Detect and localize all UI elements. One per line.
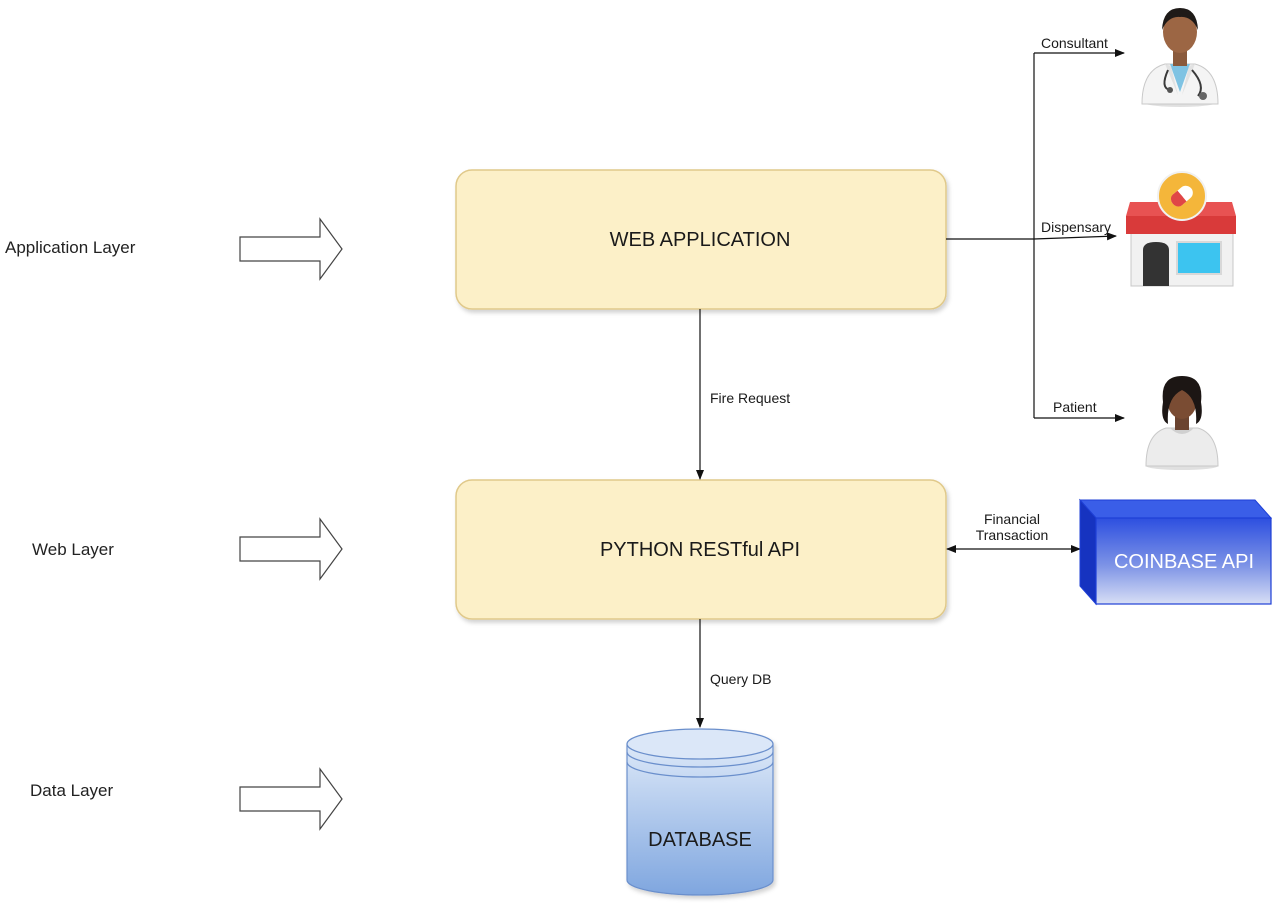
query-db-label: Query DB	[710, 671, 771, 687]
financial-transaction-label-line1: Financial	[984, 511, 1040, 527]
dispensary-label: Dispensary	[1041, 219, 1111, 235]
coinbase-api-title: COINBASE API	[1114, 551, 1254, 573]
doctor-icon	[1141, 8, 1219, 107]
application-layer-label: Application Layer	[5, 238, 136, 257]
fire-request-label: Fire Request	[710, 390, 790, 406]
web-application-node: WEB APPLICATION	[455, 169, 947, 310]
consultant-label: Consultant	[1041, 35, 1108, 51]
financial-transaction-label-line2: Transaction	[976, 527, 1049, 543]
python-api-node: PYTHON RESTful API	[455, 479, 947, 620]
web-layer-label: Web Layer	[32, 540, 114, 559]
database-node: DATABASE	[626, 728, 774, 896]
pharmacy-store-icon	[1126, 171, 1236, 287]
patient-label: Patient	[1053, 399, 1097, 415]
database-title: DATABASE	[648, 829, 752, 851]
patient-icon	[1145, 376, 1219, 470]
web-layer-arrow-icon	[239, 517, 343, 581]
coinbase-api-node: COINBASE API	[1078, 498, 1273, 606]
data-layer-arrow-icon	[239, 767, 343, 831]
web-application-title: WEB APPLICATION	[610, 229, 791, 251]
python-api-title: PYTHON RESTful API	[600, 539, 800, 561]
actor-connectors	[946, 49, 1125, 422]
data-layer-label: Data Layer	[30, 781, 113, 800]
application-layer-arrow-icon	[239, 217, 343, 281]
